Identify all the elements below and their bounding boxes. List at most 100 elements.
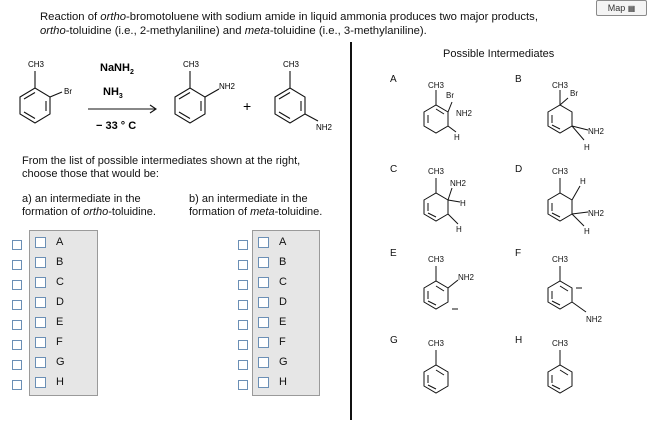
checkbox[interactable] xyxy=(258,317,269,328)
checkbox[interactable] xyxy=(35,297,46,308)
part-a-outer-checkbox[interactable] xyxy=(12,340,22,350)
part-a-outer-checkbox[interactable] xyxy=(12,300,22,310)
option-f[interactable]: F xyxy=(30,333,97,353)
checkbox[interactable] xyxy=(35,377,46,388)
h-label: H xyxy=(580,177,586,186)
checkbox[interactable] xyxy=(35,277,46,288)
part-b-line: formation of meta-toluidine. xyxy=(189,206,323,218)
checkbox[interactable] xyxy=(35,317,46,328)
intermediate-letter: B xyxy=(515,74,522,85)
part-b-outer-checkbox[interactable] xyxy=(238,260,248,270)
intro-text: -toluidine (i.e., 3-methylaniline). xyxy=(269,25,427,37)
part-b-outer-checkbox[interactable] xyxy=(238,300,248,310)
h-label: H xyxy=(456,225,462,234)
option-e[interactable]: E xyxy=(253,313,319,333)
reaction-condition: − 33 ° C xyxy=(96,120,136,132)
checkbox[interactable] xyxy=(258,377,269,388)
part-b-options: A B C D E F G H xyxy=(252,230,320,396)
question-text: From the list of possible intermediates … xyxy=(22,155,300,181)
intermediate-letter: E xyxy=(390,248,397,259)
intro-text: ortho xyxy=(40,25,66,37)
option-c[interactable]: C xyxy=(30,273,97,293)
intermediate-letter: D xyxy=(515,164,522,175)
checkbox[interactable] xyxy=(258,257,269,268)
map-button[interactable]: Map ▦ xyxy=(596,0,647,16)
intro-text: -toluidine (i.e., 2-methylaniline) and xyxy=(65,25,245,37)
h-label: H xyxy=(460,199,466,208)
nh2-label: NH2 xyxy=(316,123,333,132)
ch3-label: CH3 xyxy=(552,167,569,176)
ch3-label: CH3 xyxy=(552,81,569,90)
checkbox[interactable] xyxy=(35,357,46,368)
option-g[interactable]: G xyxy=(30,353,97,373)
option-f[interactable]: F xyxy=(253,333,319,353)
part-b-line: b) an intermediate in the xyxy=(189,193,308,205)
nh2-label: NH2 xyxy=(456,109,473,118)
part-a-outer-checkbox[interactable] xyxy=(12,260,22,270)
nh2-label: NH2 xyxy=(219,82,236,91)
checkbox[interactable] xyxy=(258,237,269,248)
part-a-outer-checkbox[interactable] xyxy=(12,320,22,330)
intermediate-letter: C xyxy=(390,164,397,175)
option-c[interactable]: C xyxy=(253,273,319,293)
checkbox[interactable] xyxy=(258,297,269,308)
intermediate-letter: H xyxy=(515,335,522,346)
option-label: D xyxy=(56,296,64,308)
part-a-prompt: a) an intermediate in the formation of o… xyxy=(22,193,156,219)
option-label: B xyxy=(279,256,287,268)
ch3-label: CH3 xyxy=(552,255,569,264)
nh2-label: NH2 xyxy=(458,273,475,282)
part-a-line: a) an intermediate in the xyxy=(22,193,141,205)
checkbox[interactable] xyxy=(258,337,269,348)
option-b[interactable]: B xyxy=(30,253,97,273)
part-b-prompt: b) an intermediate in the formation of m… xyxy=(189,193,322,219)
part-b-outer-checkbox[interactable] xyxy=(238,320,248,330)
part-b-outer-checkbox[interactable] xyxy=(238,360,248,370)
option-label: H xyxy=(56,376,64,388)
intermediate-letter: G xyxy=(390,335,398,346)
part-a-outer-checkbox[interactable] xyxy=(12,280,22,290)
option-label: F xyxy=(279,336,286,348)
intro-text: Reaction of xyxy=(40,11,101,23)
part-a-line: formation of ortho-toluidine. xyxy=(22,206,156,218)
option-d[interactable]: D xyxy=(253,293,319,313)
ch3-label: CH3 xyxy=(428,81,445,90)
checkbox[interactable] xyxy=(258,277,269,288)
option-label: F xyxy=(56,336,63,348)
intro-text: meta xyxy=(244,25,270,37)
ch3-label: CH3 xyxy=(283,60,300,69)
option-a[interactable]: A xyxy=(253,233,319,253)
ch3-label: CH3 xyxy=(552,339,569,348)
checkbox[interactable] xyxy=(35,237,46,248)
option-label: C xyxy=(279,276,287,288)
option-h[interactable]: H xyxy=(253,373,319,393)
part-a-outer-checkbox[interactable] xyxy=(12,360,22,370)
part-b-outer-checkbox[interactable] xyxy=(238,380,248,390)
h-label: H xyxy=(584,143,590,152)
intro-text: ortho xyxy=(100,11,127,23)
option-e[interactable]: E xyxy=(30,313,97,333)
part-b-outer-checkbox[interactable] xyxy=(238,340,248,350)
option-d[interactable]: D xyxy=(30,293,97,313)
option-label: A xyxy=(56,236,64,248)
br-label: Br xyxy=(570,89,578,98)
option-h[interactable]: H xyxy=(30,373,97,393)
option-label: E xyxy=(279,316,287,328)
nh2-label: NH2 xyxy=(450,179,467,188)
option-b[interactable]: B xyxy=(253,253,319,273)
checkbox[interactable] xyxy=(35,257,46,268)
part-a-outer-checkbox[interactable] xyxy=(12,380,22,390)
intermediate-letter: A xyxy=(390,74,397,85)
option-label: C xyxy=(56,276,64,288)
h-label: H xyxy=(454,133,460,142)
part-b-outer-checkbox[interactable] xyxy=(238,280,248,290)
intermediates-title: Possible Intermediates xyxy=(443,48,555,60)
option-a[interactable]: A xyxy=(30,233,97,253)
part-a-outer-checkbox[interactable] xyxy=(12,240,22,250)
ch3-label: CH3 xyxy=(428,339,445,348)
part-b-outer-checkbox[interactable] xyxy=(238,240,248,250)
ch3-label: CH3 xyxy=(428,167,445,176)
checkbox[interactable] xyxy=(258,357,269,368)
option-g[interactable]: G xyxy=(253,353,319,373)
checkbox[interactable] xyxy=(35,337,46,348)
